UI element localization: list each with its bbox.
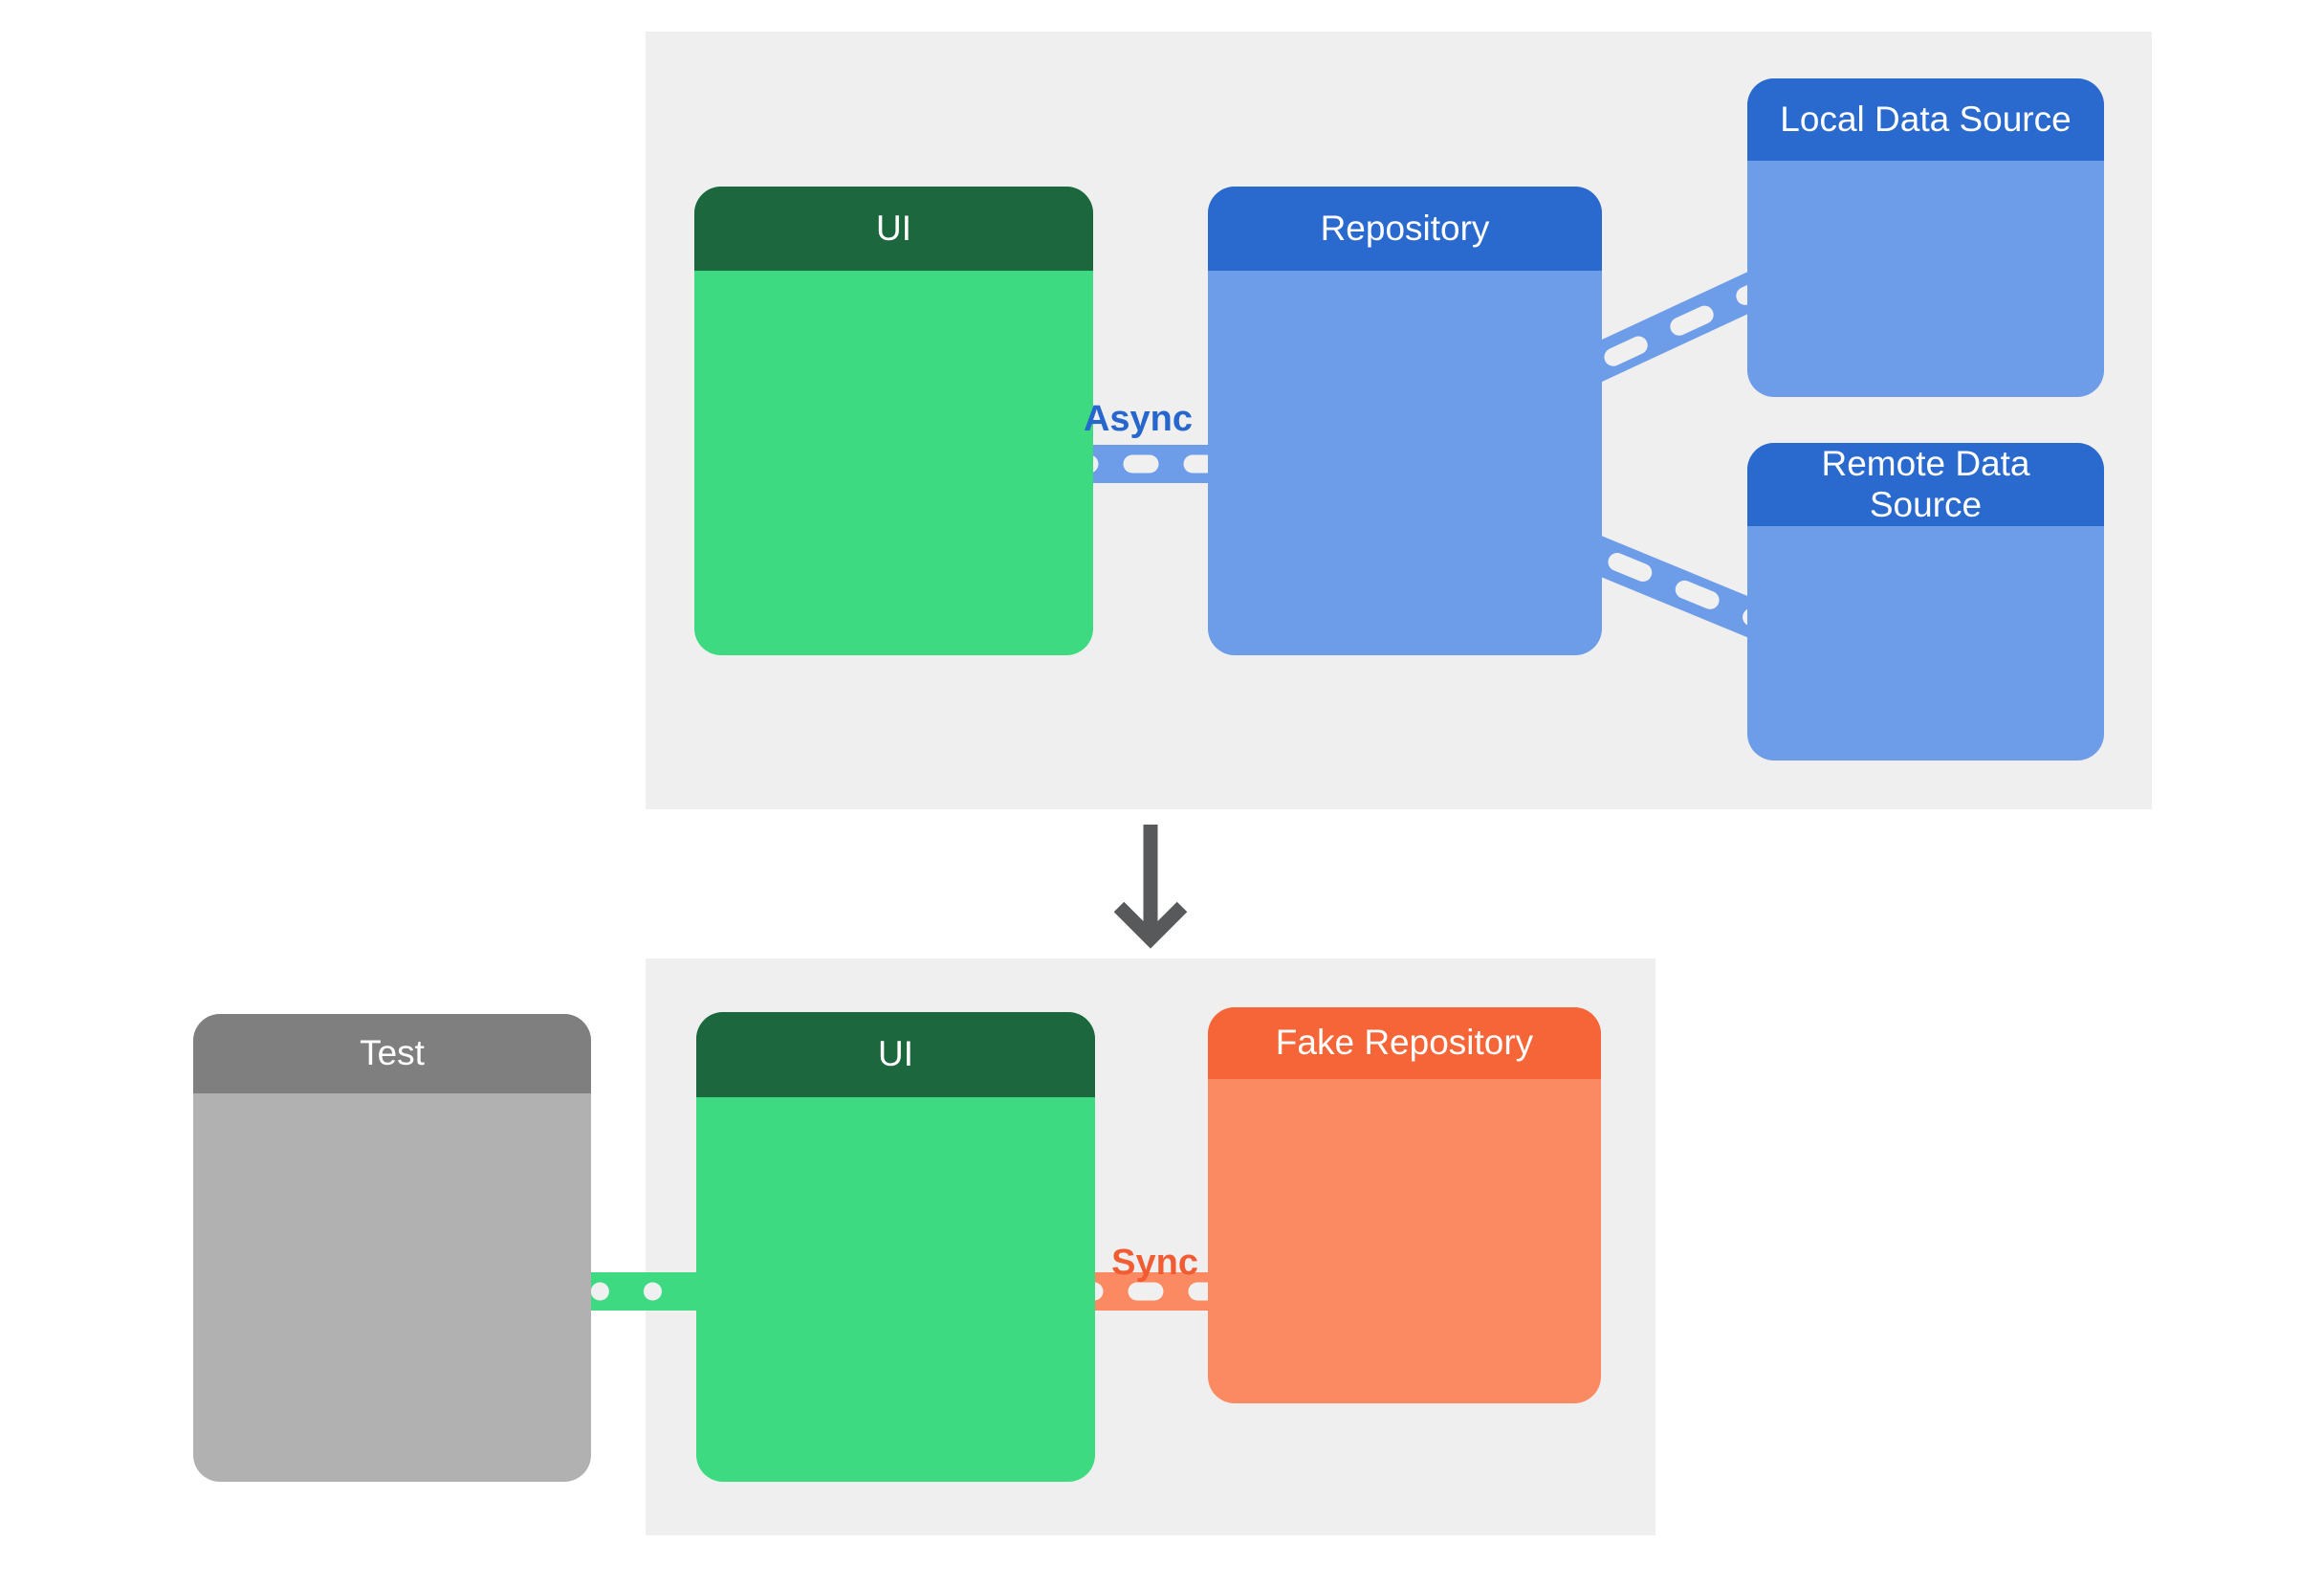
test-card-header: Test (193, 1014, 591, 1093)
repository-card-header: Repository (1208, 187, 1602, 271)
ui-card-top: UI (694, 187, 1093, 655)
repository-card-title: Repository (1320, 208, 1490, 248)
ui-card-bottom-header: UI (696, 1012, 1095, 1097)
async-label: Async (1083, 399, 1193, 439)
ui-card-top-header: UI (694, 187, 1093, 271)
local-data-source-card: Local Data Source (1747, 78, 2104, 397)
sync-label: Sync (1111, 1243, 1198, 1283)
local-data-source-header: Local Data Source (1747, 78, 2104, 161)
ui-card-bottom-title: UI (878, 1034, 913, 1074)
fake-repository-title: Fake Repository (1275, 1023, 1534, 1063)
test-card-title: Test (360, 1033, 425, 1073)
down-arrow-icon (1113, 901, 1188, 949)
remote-data-source-title: Remote Data Source (1821, 443, 2030, 524)
test-card: Test (193, 1014, 591, 1482)
repository-card: Repository (1208, 187, 1602, 655)
fake-repository-card: Fake Repository (1208, 1007, 1601, 1403)
fake-repository-header: Fake Repository (1208, 1007, 1601, 1079)
local-data-source-title: Local Data Source (1780, 99, 2072, 139)
remote-data-source-header: Remote Data Source (1747, 443, 2104, 526)
ui-card-bottom: UI (696, 1012, 1095, 1482)
ui-card-top-title: UI (876, 208, 911, 248)
remote-data-source-card: Remote Data Source (1747, 443, 2104, 760)
